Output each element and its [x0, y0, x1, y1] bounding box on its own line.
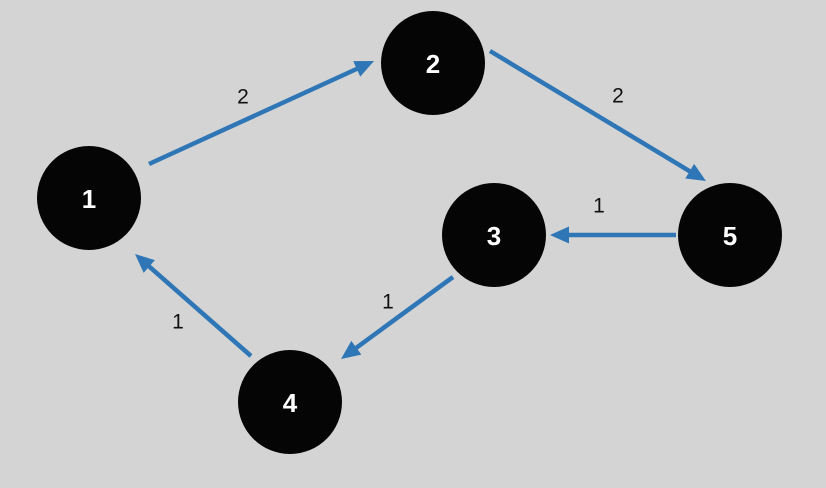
- nodes-layer: 1 2 3 4 5: [37, 11, 782, 454]
- arrowhead-icon: [353, 61, 374, 77]
- edge-weight-label: 2: [237, 86, 249, 109]
- node-4[interactable]: 4: [238, 350, 342, 454]
- node-label: 1: [82, 184, 96, 214]
- node-circle[interactable]: [37, 146, 141, 250]
- node-circle[interactable]: [381, 11, 485, 115]
- edge-2-to-5: [488, 49, 706, 181]
- edge-weight-label: 1: [382, 291, 394, 314]
- arrowhead-icon: [341, 340, 362, 359]
- edge-5-to-3: [550, 226, 676, 244]
- edge-line: [148, 65, 362, 167]
- edge-line: [351, 275, 455, 352]
- node-label: 5: [723, 221, 737, 251]
- edges-layer: [135, 49, 706, 359]
- edge-weight-label: 2: [612, 85, 624, 108]
- arrowhead-icon: [685, 163, 706, 181]
- edge-labels-layer: 2 2 1 1 1: [172, 85, 624, 334]
- node-circle[interactable]: [678, 183, 782, 287]
- edge-line: [488, 49, 695, 176]
- node-circle[interactable]: [442, 183, 546, 287]
- node-3[interactable]: 3: [442, 183, 546, 287]
- node-label: 2: [426, 49, 440, 79]
- node-5[interactable]: 5: [678, 183, 782, 287]
- edge-weight-label: 1: [172, 311, 184, 334]
- node-1[interactable]: 1: [37, 146, 141, 250]
- edge-3-to-4: [341, 275, 455, 359]
- node-2[interactable]: 2: [381, 11, 485, 115]
- edge-weight-label: 1: [593, 195, 605, 218]
- node-circle[interactable]: [238, 350, 342, 454]
- edge-1-to-2: [148, 61, 374, 167]
- arrowhead-icon: [135, 254, 155, 273]
- edge-4-to-1: [135, 254, 253, 358]
- arrowhead-icon: [550, 226, 569, 244]
- node-label: 4: [283, 388, 298, 418]
- node-label: 3: [487, 221, 501, 251]
- edge-line: [144, 262, 253, 358]
